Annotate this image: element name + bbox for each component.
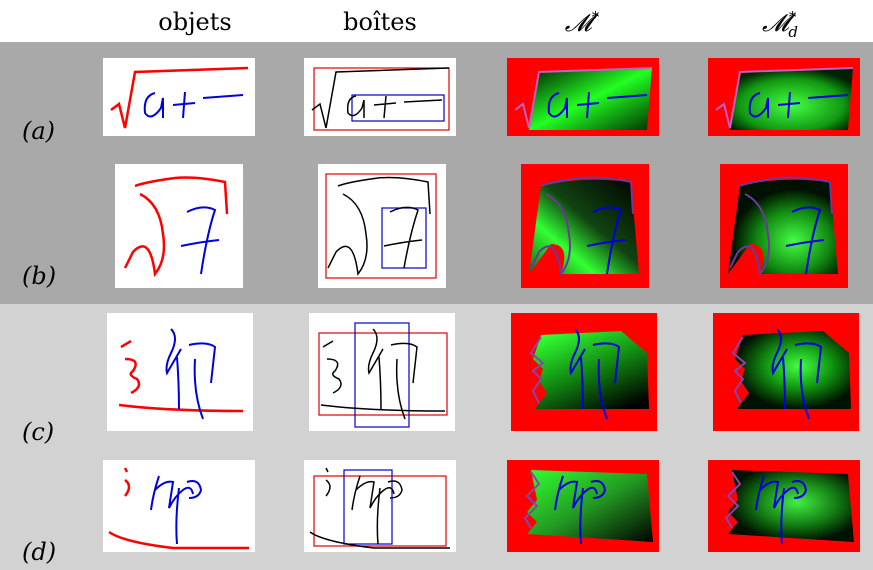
column-header-map-star: 𝓜*: [564, 8, 600, 37]
row-label-c: (c): [22, 418, 55, 446]
map-star-d-image-c: [713, 313, 859, 431]
map-star-d-image-d: [708, 460, 860, 552]
map-star-d-image-a: [708, 58, 860, 136]
row-label-a: (a): [22, 117, 56, 145]
object-image-b: [115, 164, 243, 288]
column-header-objects: objets: [158, 8, 232, 36]
map-star-image-c: [511, 313, 657, 431]
row-label-b: (b): [22, 262, 57, 290]
map-star-image-a: [507, 58, 659, 136]
object-image-c: [107, 313, 253, 431]
map-star-image-b: [521, 164, 649, 288]
column-header-boxes: boîtes: [343, 8, 417, 36]
boxes-image-d: [304, 460, 456, 552]
object-image-a: [103, 58, 255, 136]
map-star-d-image-b: [720, 164, 848, 288]
map-star-image-d: [507, 460, 659, 552]
boxes-image-a: [304, 58, 456, 136]
column-header-row: objets boîtes 𝓜* 𝓜*d: [0, 0, 873, 42]
column-header-map-star-d: 𝓜*d: [762, 8, 798, 41]
boxes-image-b: [318, 164, 446, 288]
row-label-d: (d): [22, 538, 57, 566]
boxes-image-c: [309, 313, 455, 431]
object-image-d: [103, 460, 255, 552]
